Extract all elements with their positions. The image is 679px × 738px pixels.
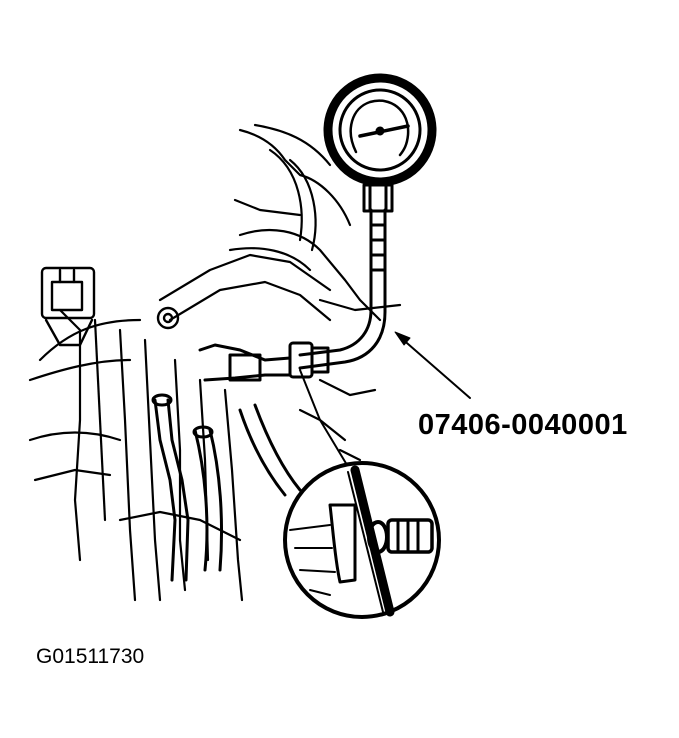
engine-background — [28, 123, 402, 602]
inset-leader — [299, 369, 351, 471]
bolt — [156, 306, 180, 330]
connector-left — [40, 266, 96, 347]
leader-arrow — [394, 331, 471, 399]
fitting-detail-inset — [283, 461, 441, 619]
figure-id-label: G01511730 — [36, 645, 145, 668]
gauge-hose — [198, 183, 394, 382]
pressure-gauge — [323, 73, 437, 187]
part-number-label: 07406-0040001 — [418, 409, 628, 441]
fuel-lines — [151, 393, 302, 582]
